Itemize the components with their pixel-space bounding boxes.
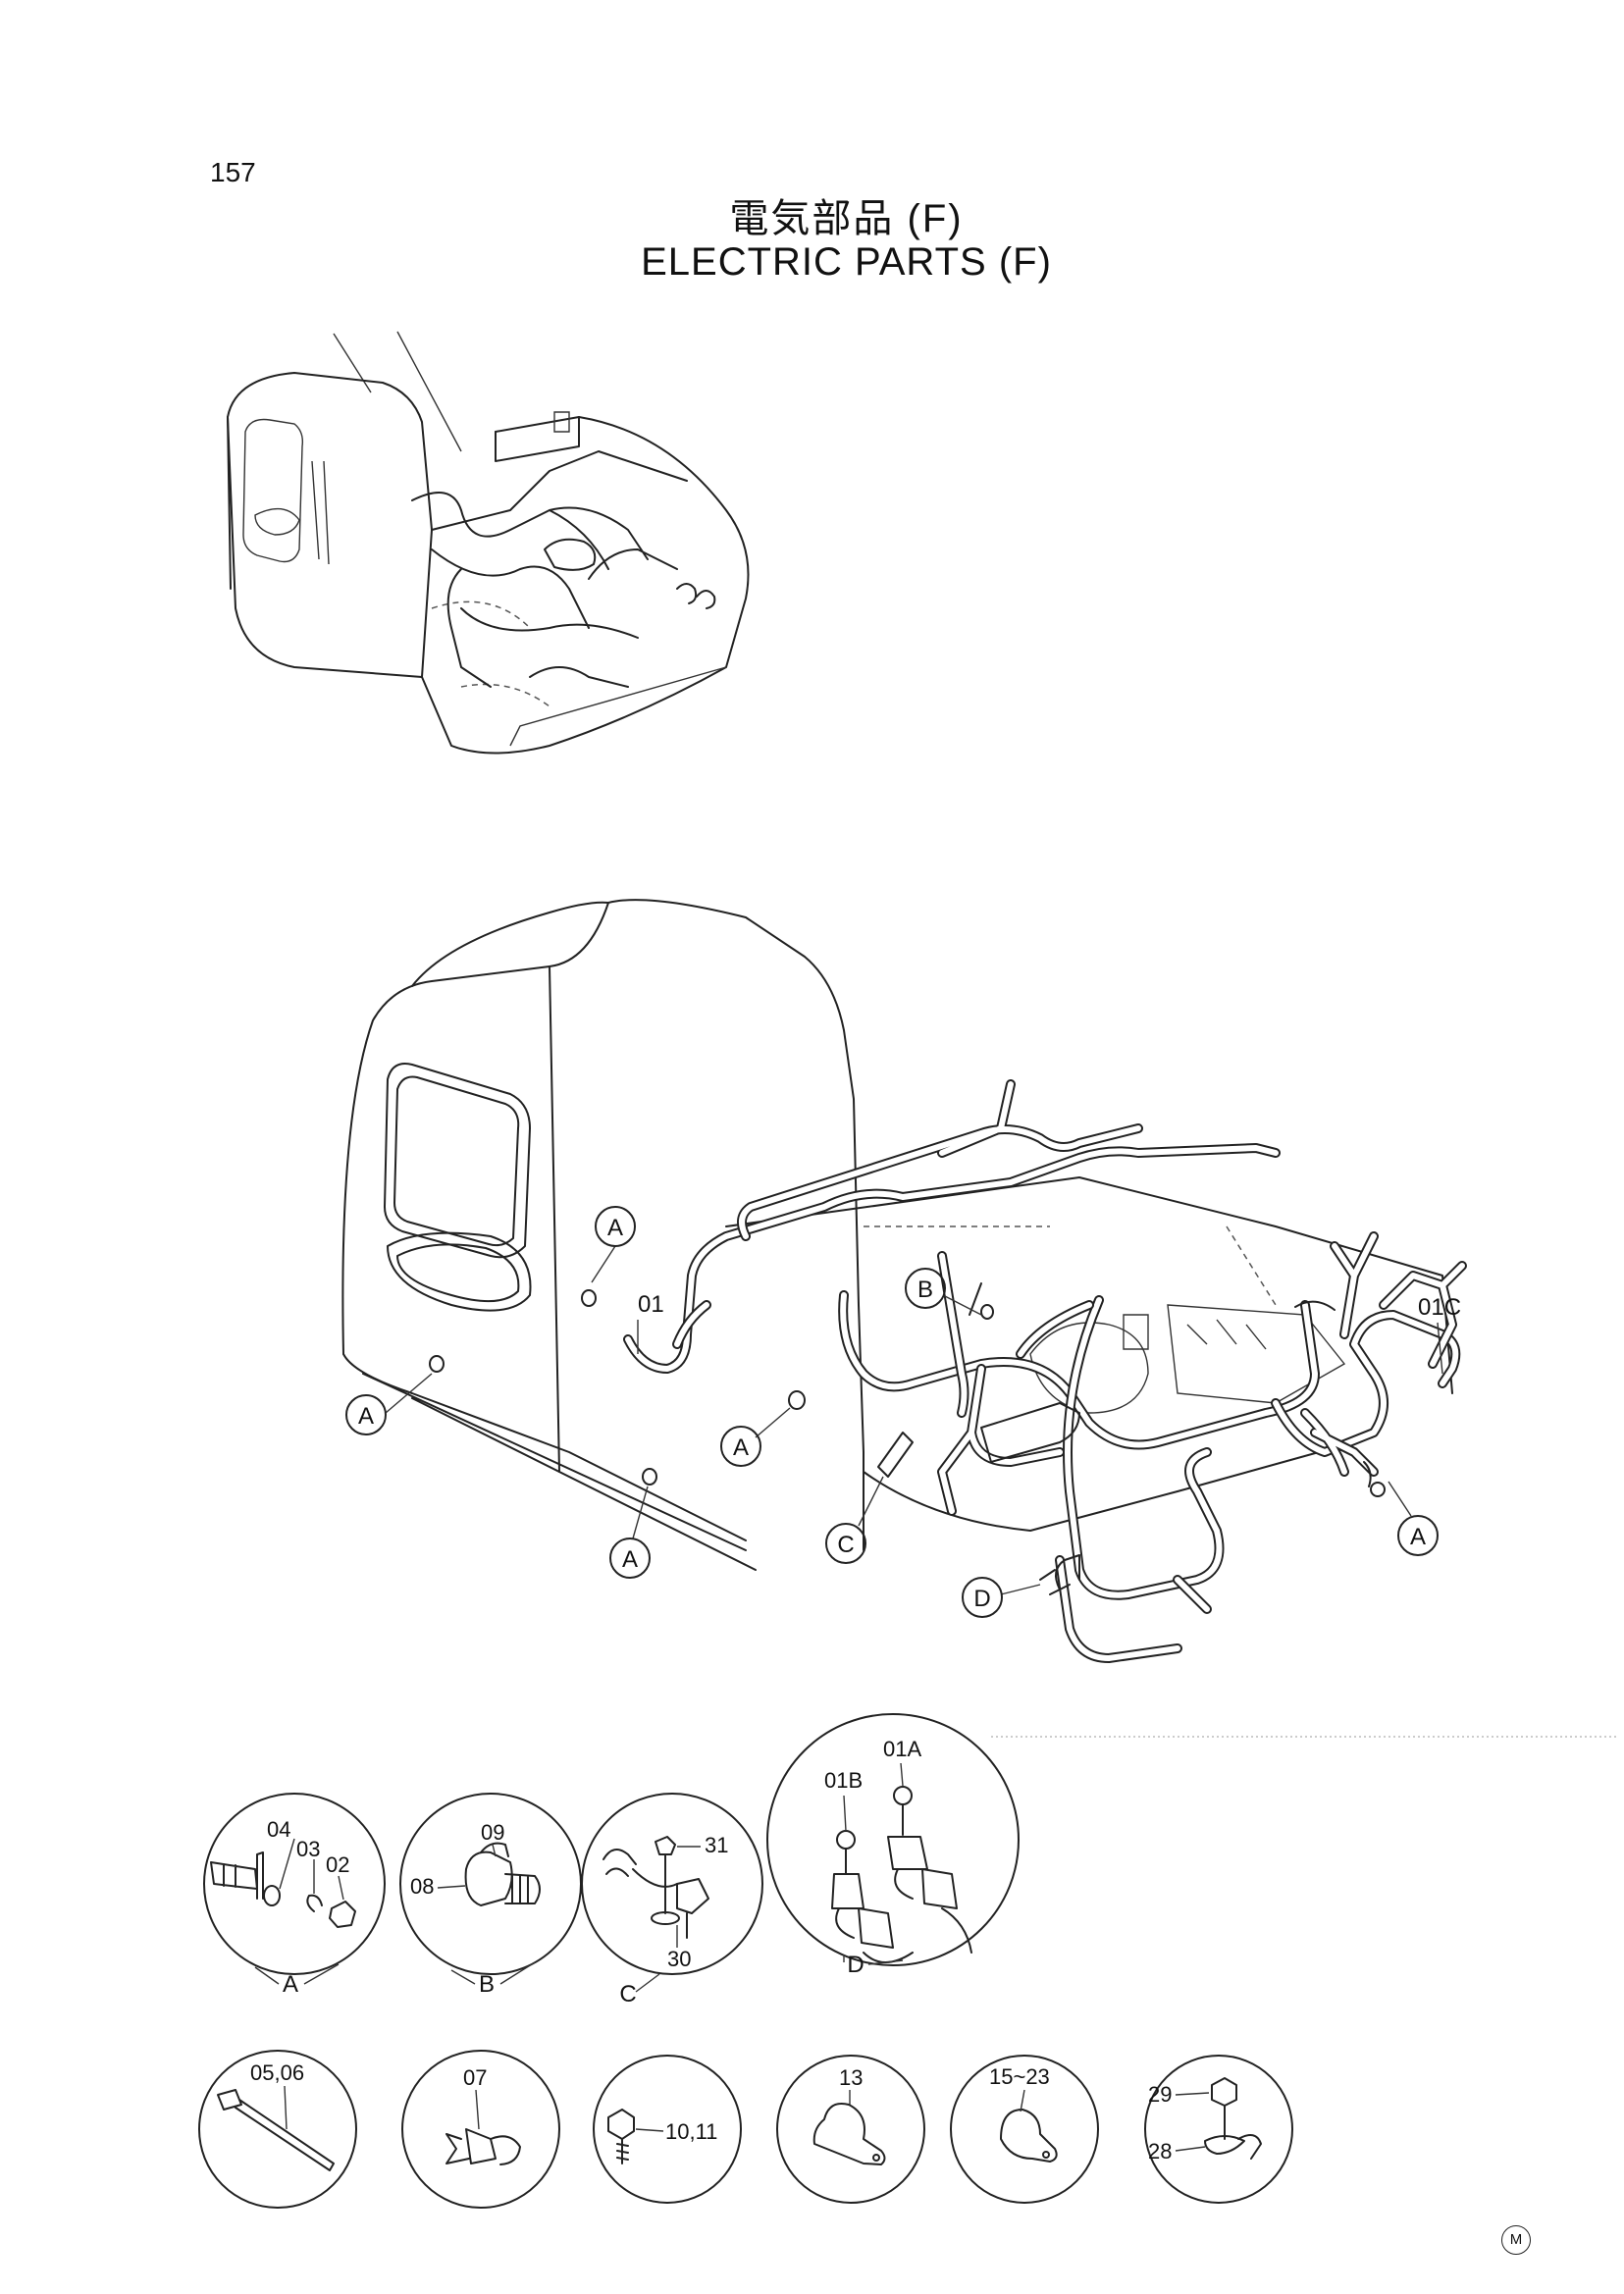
detail-letter: D [847,1952,864,1978]
callout-letter: A [622,1546,638,1573]
harness-number: 01 [638,1291,664,1318]
callout-letter: C [837,1532,854,1558]
part-number: 10,11 [665,2119,717,2144]
harness-number: 01C [1418,1294,1461,1321]
part-number: 31 [705,1833,728,1857]
callout-a-4: A [609,1486,651,1579]
part-number: 30 [667,1947,691,1971]
page-title-japanese: 電気部品 (F) [729,197,964,240]
callout-a-5: A [1388,1481,1439,1556]
harness-label-01: 01 [637,1291,664,1354]
maker-mark: M [1501,2225,1531,2255]
detail-clamps: 15~23 [950,2055,1099,2204]
callout-letter: A [358,1403,374,1430]
part-number: 29 [1148,2082,1172,2107]
detail-bolt-washer: 29 28 [1144,2055,1293,2204]
page-number: 157 [210,157,256,187]
part-number: 07 [463,2065,487,2090]
part-number: 13 [839,2065,863,2090]
detail-clamp: 13 [776,2055,925,2204]
part-number: 15~23 [989,2064,1050,2089]
page-title-english: ELECTRIC PARTS (F) [641,240,1052,284]
detail-c: 31 30 C [581,1793,763,2007]
detail-a: 04 03 02 A [203,1793,386,1998]
callout-c: C [825,1476,884,1564]
callout-letter: A [733,1434,749,1461]
part-number: 01B [824,1768,863,1793]
callout-letter: D [973,1586,990,1612]
part-number: 04 [267,1817,290,1842]
detail-letter: A [283,1971,298,1998]
detail-cable-tie: 05,06 [198,2050,357,2209]
callout-letter: A [1410,1524,1426,1550]
callout-d: D [962,1577,1041,1618]
main-assembly-illustration [341,899,1467,1663]
detail-letter: C [619,1981,636,2007]
callout-a-1: A [591,1206,636,1283]
detail-b: 09 08 B [399,1793,582,1998]
callout-a-3: A [720,1407,791,1467]
part-number: 09 [481,1820,504,1845]
detail-d: 01A 01B D [766,1713,1020,1978]
part-number: 28 [1148,2139,1172,2164]
part-number: 08 [410,1874,434,1899]
part-number: 02 [326,1852,349,1877]
part-number: 05,06 [250,2060,304,2085]
part-number: 03 [296,1837,320,1861]
callout-a-2: A [345,1373,433,1435]
callout-letter: B [917,1277,933,1303]
part-number: 01A [883,1737,921,1761]
harness-label-01c: 01C [1418,1294,1461,1375]
callout-letter: A [607,1215,623,1241]
overview-machine-illustration [227,331,750,755]
detail-clip: 07 [401,2050,560,2209]
detail-letter: B [479,1971,495,1998]
callout-b: B [905,1268,982,1316]
detail-bolt: 10,11 [593,2055,742,2204]
